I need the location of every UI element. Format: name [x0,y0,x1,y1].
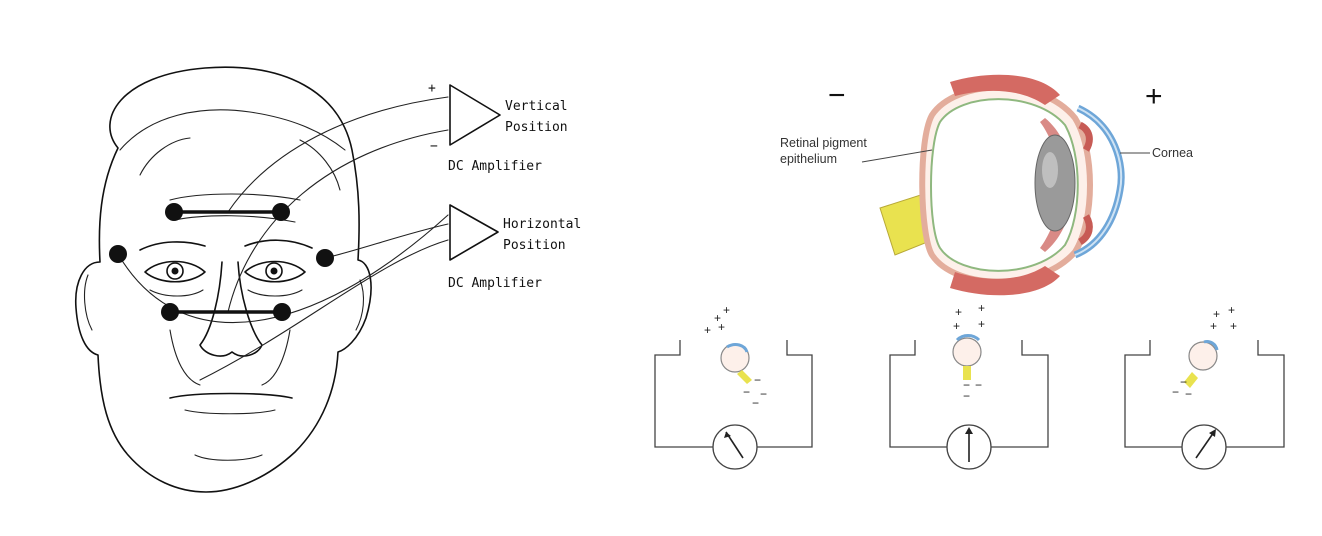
positive-pole-sign: + [1145,80,1163,113]
amp-plus-sign: + [428,81,436,96]
minus-charge: − [963,389,970,403]
plus-charge: + [978,317,985,331]
horizontal-amplifier: Horizontal Position DC Amplifier [448,204,581,291]
plus-charge: + [1210,319,1217,333]
minus-charge: − [754,373,761,387]
minus-charge: − [743,385,750,399]
electrode-dot [165,203,183,221]
minus-charge: − [963,378,970,392]
plus-charge: + [723,303,730,317]
minus-charge: − [752,396,759,410]
electrode-dot [273,303,291,321]
electrode-dot [272,203,290,221]
circuit-left-gaze: + + + + − − − − [654,303,813,470]
horizontal-label-line1: Horizontal [503,217,581,232]
vertical-electrode-pair-lower [161,303,291,321]
horizontal-amp-label: DC Amplifier [448,276,542,291]
circuit-center-gaze: + + + + − − − [889,301,1049,470]
minus-charge: − [975,378,982,392]
vertical-electrode-pair-upper [165,203,290,221]
vertical-label-line2: Position [505,120,568,135]
electrode-dot [161,303,179,321]
plus-charge: + [704,323,711,337]
horizontal-electrode-left [109,245,127,263]
cornea-label: Cornea [1152,146,1193,160]
electrode-wires [117,96,449,381]
lower-muscle [950,266,1060,296]
plus-charge: + [955,305,962,319]
eye-cross-section: − + Retinal pigment epithelium Cornea [780,74,1193,296]
negative-pole-sign: − [828,79,846,112]
minus-charge: − [1172,385,1179,399]
vertical-label-line1: Vertical [505,99,568,114]
minus-charge: − [1185,387,1192,401]
plus-charge: + [1228,303,1235,317]
plus-charge: + [1213,307,1220,321]
minus-charge: − [1180,375,1187,389]
plus-charge: + [1230,319,1237,333]
plus-charge: + [714,311,721,325]
minus-charge: − [760,387,767,401]
amp-minus-sign: − [430,139,438,154]
vertical-amp-label: DC Amplifier [448,159,542,174]
rpe-label-line1: Retinal pigment [780,136,867,150]
plus-charge: + [718,320,725,334]
horizontal-label-line2: Position [503,238,566,253]
circuit-right-gaze: + + + + − − − [1124,303,1285,470]
plus-charge: + [978,301,985,315]
rpe-label-line2: epithelium [780,152,837,166]
horizontal-electrode-right [316,249,334,267]
upper-muscle [950,74,1060,105]
plus-charge: + [953,319,960,333]
vertical-amplifier: + − Vertical Position DC Amplifier [428,81,568,174]
